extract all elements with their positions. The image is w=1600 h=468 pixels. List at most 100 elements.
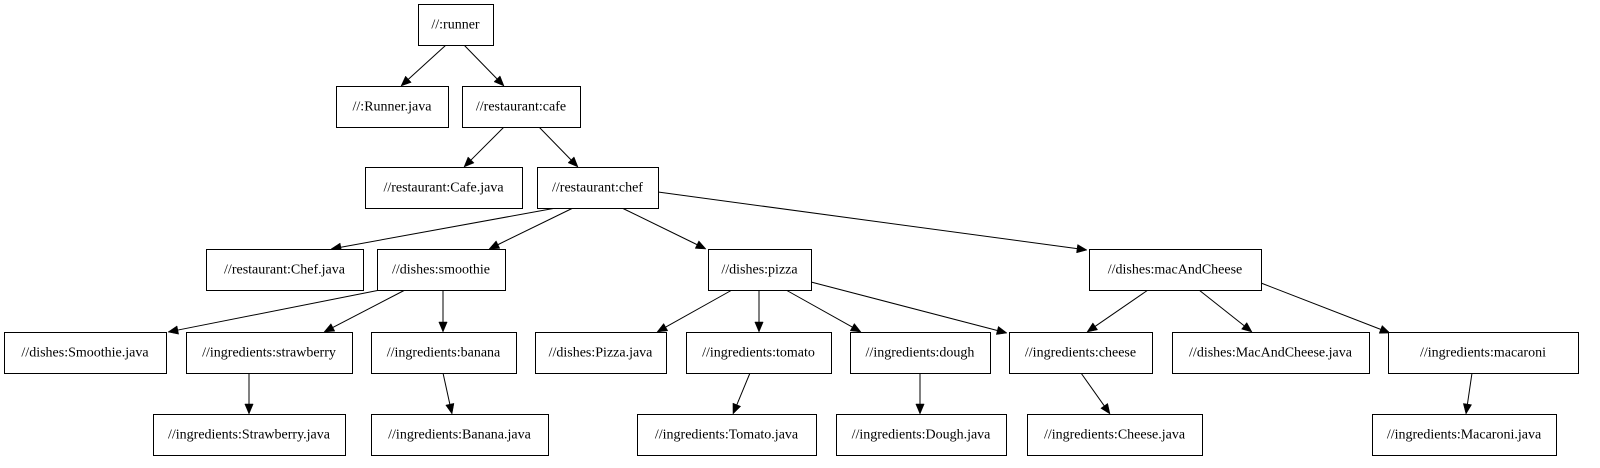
- graph-node-dishes_pizza[interactable]: //dishes:pizza: [708, 249, 812, 291]
- graph-node-pizza_java[interactable]: //dishes:Pizza.java: [535, 332, 667, 374]
- arrowhead-icon: [732, 402, 742, 415]
- node-box[interactable]: [1027, 414, 1203, 456]
- graph-node-smoothie_java[interactable]: //dishes:Smoothie.java: [4, 332, 167, 374]
- node-box[interactable]: [1372, 414, 1557, 456]
- graph-node-cheese_java[interactable]: //ingredients:Cheese.java: [1027, 414, 1203, 456]
- node-label: //restaurant:chef: [552, 181, 643, 196]
- edge-restaurant_chef-to-dishes_smoothie: [488, 207, 574, 250]
- graph-node-ing_strawberry[interactable]: //ingredients:strawberry: [186, 332, 353, 374]
- node-label: //ingredients:Tomato.java: [655, 428, 799, 443]
- edge-line: [442, 372, 451, 405]
- graph-node-dishes_mac[interactable]: //dishes:macAndCheese: [1089, 249, 1262, 291]
- node-box[interactable]: [371, 332, 517, 374]
- node-box[interactable]: [371, 414, 549, 456]
- edge-restaurant_cafe-to-cafe_java: [463, 126, 505, 168]
- node-label: //ingredients:cheese: [1025, 346, 1136, 361]
- arrowhead-icon: [323, 323, 336, 333]
- node-label: //dishes:Smoothie.java: [21, 346, 149, 361]
- edge-line: [1198, 289, 1245, 327]
- graph-node-banana_java[interactable]: //ingredients:Banana.java: [371, 414, 549, 456]
- node-box[interactable]: [186, 332, 353, 374]
- edge-line: [177, 289, 381, 331]
- node-label: //ingredients:banana: [387, 346, 501, 361]
- edge-dishes_mac-to-ing_macaroni: [1260, 282, 1391, 334]
- edge-restaurant_chef-to-dishes_pizza: [621, 207, 707, 250]
- edge-line: [1080, 372, 1105, 407]
- node-box[interactable]: [537, 167, 659, 209]
- edge-line: [621, 207, 698, 246]
- graph-node-ing_banana[interactable]: //ingredients:banana: [371, 332, 517, 374]
- graph-node-runner_java[interactable]: //:Runner.java: [336, 86, 449, 128]
- edge-ing_strawberry-to-strawberry_java: [244, 373, 254, 415]
- graph-node-ing_tomato[interactable]: //ingredients:tomato: [686, 332, 832, 374]
- graph-node-strawberry_java[interactable]: //ingredients:Strawberry.java: [153, 414, 346, 456]
- node-label: //ingredients:Cheese.java: [1044, 428, 1186, 443]
- edge-ing_macaroni-to-macaroni_java: [1462, 372, 1473, 415]
- graph-node-chef_java[interactable]: //restaurant:Chef.java: [206, 249, 364, 291]
- node-label: //dishes:Pizza.java: [549, 346, 654, 361]
- edge-dishes_pizza-to-ing_tomato: [754, 290, 764, 333]
- graph-node-ing_cheese[interactable]: //ingredients:cheese: [1009, 332, 1153, 374]
- node-box[interactable]: [365, 167, 523, 209]
- node-label: //dishes:smoothie: [392, 263, 490, 278]
- arrowhead-icon: [694, 240, 707, 250]
- edge-line: [1466, 372, 1473, 405]
- node-box[interactable]: [206, 249, 364, 291]
- edge-restaurant_cafe-to-restaurant_chef: [538, 126, 579, 168]
- node-box[interactable]: [535, 332, 667, 374]
- node-box[interactable]: [1388, 332, 1579, 374]
- edge-runner-to-restaurant_cafe: [463, 44, 505, 87]
- node-box[interactable]: [1009, 332, 1153, 374]
- node-label: //dishes:macAndCheese: [1108, 263, 1243, 278]
- node-label: //restaurant:Cafe.java: [383, 181, 504, 196]
- node-label: //dishes:pizza: [721, 263, 798, 278]
- node-box[interactable]: [637, 414, 817, 456]
- edge-dishes_smoothie-to-smoothie_java: [167, 289, 381, 335]
- node-label: //restaurant:cafe: [476, 100, 566, 115]
- node-box[interactable]: [1172, 332, 1370, 374]
- arrowhead-icon: [915, 403, 925, 415]
- edge-line: [463, 44, 498, 80]
- node-box[interactable]: [336, 86, 449, 128]
- graph-node-macaroni_java[interactable]: //ingredients:Macaroni.java: [1372, 414, 1557, 456]
- graph-node-runner[interactable]: //:runner: [418, 4, 494, 46]
- node-box[interactable]: [462, 86, 581, 128]
- graph-node-ing_dough[interactable]: //ingredients:dough: [850, 332, 991, 374]
- node-box[interactable]: [418, 4, 494, 46]
- node-box[interactable]: [1089, 249, 1262, 291]
- graph-node-mac_java[interactable]: //dishes:MacAndCheese.java: [1172, 332, 1370, 374]
- graph-node-ing_macaroni[interactable]: //ingredients:macaroni: [1388, 332, 1579, 374]
- edge-line: [408, 44, 447, 80]
- arrowhead-icon: [445, 403, 455, 415]
- node-label: //ingredients:Macaroni.java: [1387, 428, 1542, 443]
- graph-node-dishes_smoothie[interactable]: //dishes:smoothie: [377, 249, 506, 291]
- arrowhead-icon: [1100, 402, 1111, 415]
- graph-node-dough_java[interactable]: //ingredients:Dough.java: [836, 414, 1007, 456]
- node-label: //:Runner.java: [353, 100, 433, 115]
- arrowhead-icon: [463, 156, 475, 168]
- node-box[interactable]: [836, 414, 1007, 456]
- edge-dishes_pizza-to-ing_cheese: [810, 281, 1008, 335]
- edge-dishes_mac-to-mac_java: [1198, 289, 1253, 333]
- node-box[interactable]: [686, 332, 832, 374]
- node-label: //ingredients:Strawberry.java: [168, 428, 331, 443]
- node-box[interactable]: [708, 249, 812, 291]
- graph-node-cafe_java[interactable]: //restaurant:Cafe.java: [365, 167, 523, 209]
- edge-restaurant_chef-to-dishes_mac: [657, 191, 1088, 254]
- arrowhead-icon: [567, 156, 579, 168]
- node-label: //ingredients:tomato: [702, 346, 815, 361]
- node-box[interactable]: [377, 249, 506, 291]
- graph-node-restaurant_chef[interactable]: //restaurant:chef: [537, 167, 659, 209]
- node-box[interactable]: [850, 332, 991, 374]
- edge-dishes_smoothie-to-ing_banana: [438, 290, 448, 333]
- graph-node-tomato_java[interactable]: //ingredients:Tomato.java: [637, 414, 817, 456]
- graph-node-restaurant_cafe[interactable]: //restaurant:cafe: [462, 86, 581, 128]
- arrowhead-icon: [438, 321, 448, 333]
- node-box[interactable]: [4, 332, 167, 374]
- arrowhead-icon: [400, 75, 412, 87]
- node-label: //ingredients:strawberry: [202, 346, 336, 361]
- node-label: //dishes:MacAndCheese.java: [1189, 346, 1353, 361]
- node-box[interactable]: [153, 414, 346, 456]
- edge-line: [332, 289, 406, 328]
